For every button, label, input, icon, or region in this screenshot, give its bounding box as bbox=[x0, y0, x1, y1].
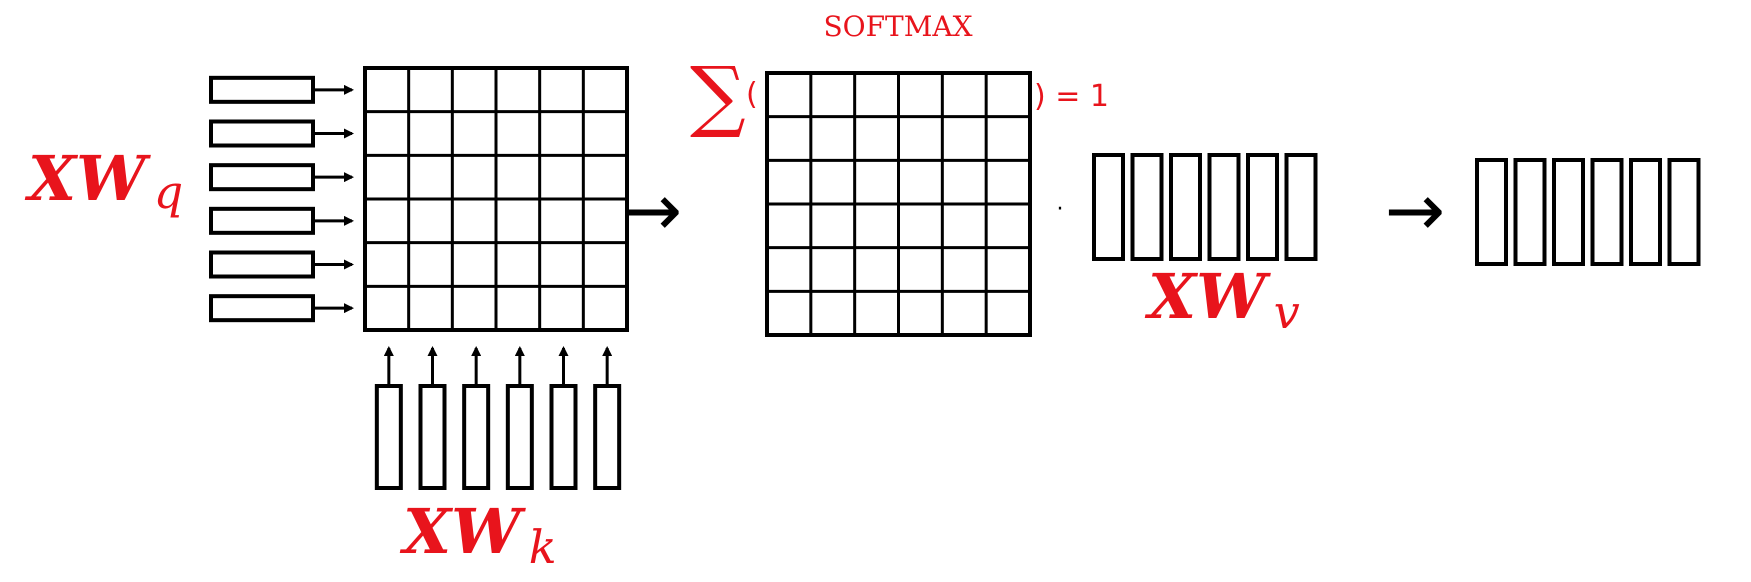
xwv-label-sub: v bbox=[1274, 285, 1300, 339]
value-vector bbox=[1207, 153, 1241, 261]
multiply-dot: · bbox=[1057, 197, 1064, 222]
value-vectors bbox=[1092, 153, 1318, 261]
score-grid bbox=[363, 66, 629, 332]
query-vector bbox=[209, 119, 315, 148]
key-vectors bbox=[374, 346, 622, 490]
key-vector bbox=[505, 384, 534, 490]
output-vector bbox=[1475, 158, 1508, 266]
key-vector bbox=[418, 384, 447, 490]
query-vector bbox=[209, 206, 315, 235]
output-vector bbox=[1667, 158, 1701, 266]
value-vector bbox=[1092, 153, 1125, 261]
query-vector bbox=[209, 163, 315, 192]
key-vector bbox=[462, 384, 491, 490]
xwk-label-sub: k bbox=[529, 520, 557, 574]
xwq-label-main: XW bbox=[24, 142, 151, 215]
output-vector bbox=[1590, 158, 1624, 266]
key-vector bbox=[549, 384, 578, 490]
softmax-title: SOFTMAX bbox=[823, 10, 972, 43]
key-vector bbox=[593, 384, 622, 490]
output-vector bbox=[1552, 158, 1585, 266]
softmax-grid bbox=[765, 71, 1032, 337]
value-vector bbox=[1246, 153, 1279, 261]
query-vectors bbox=[209, 75, 354, 323]
arrow-to-softmax: → bbox=[622, 168, 682, 252]
output-vector bbox=[1513, 158, 1547, 266]
query-vector bbox=[209, 294, 315, 323]
sum-open-paren: ( bbox=[746, 77, 758, 112]
arrow-to-output: → bbox=[1385, 168, 1445, 252]
value-vector bbox=[1284, 153, 1318, 261]
xwv-label-main: XW bbox=[1144, 260, 1271, 333]
output-vector bbox=[1629, 158, 1662, 266]
output-vectors bbox=[1475, 158, 1701, 266]
sum-symbol: ∑ bbox=[690, 51, 746, 141]
xwq-label-sub: q bbox=[154, 165, 183, 219]
xwk-label-main: XW bbox=[399, 495, 526, 568]
query-vector bbox=[209, 75, 315, 104]
sum-equals-one: ) = 1 bbox=[1034, 79, 1109, 114]
key-vector bbox=[374, 384, 403, 490]
query-vector bbox=[209, 250, 315, 279]
value-vector bbox=[1130, 153, 1164, 261]
value-vector bbox=[1169, 153, 1202, 261]
